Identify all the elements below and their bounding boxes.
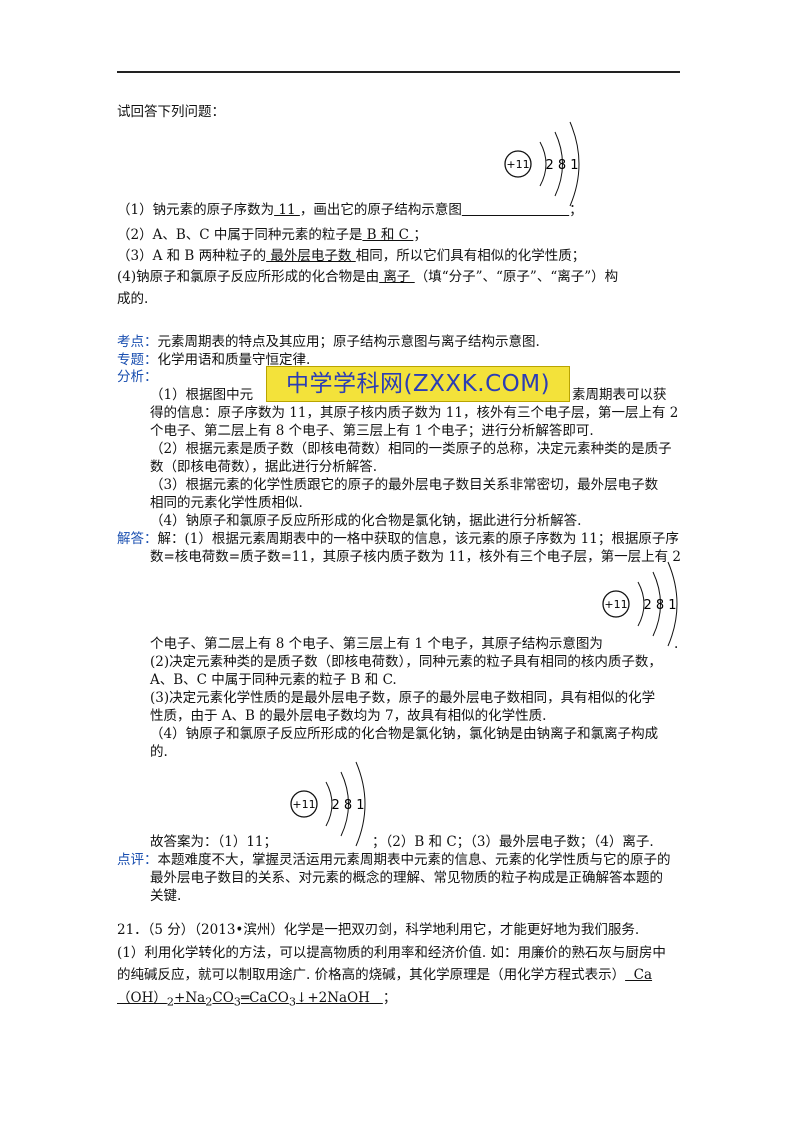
jieda-line: (3)决定元素化学性质的是最外层电子数，原子的最外层电子数相同，具有相似的化学 <box>150 690 656 706</box>
nucleus-label: +11 <box>604 598 627 611</box>
shell-counts: 2 8 1 <box>331 798 364 813</box>
fenxi-line: （4）钠原子和氯原子反应所形成的化合物是氯化钠，据此进行分析解答. <box>150 513 582 529</box>
fenxi-line: （1）根据图中元 <box>150 387 254 403</box>
shell-counts: 2 8 1 <box>643 598 676 613</box>
final-answer-b: ；（2）B 和 C；（3）最外层电子数；（4）离子. <box>372 834 654 850</box>
question-2: （2）A、B、C 中属于同种元素的粒子是 B 和 C ； <box>117 227 427 243</box>
nucleus-label: +11 <box>506 158 529 171</box>
fenxi-line: 得的信息：原子序数为 11，其原子核内质子数为 11，核外有三个电子层，第一层上… <box>150 405 679 421</box>
equation-blank: Ca <box>625 967 653 983</box>
question-4-cont: 成的. <box>117 291 149 307</box>
atom-structure-diagram: +11 2 8 1 <box>286 760 378 850</box>
watermark-banner: 中学学科网(ZXXK.COM) <box>266 366 570 402</box>
atom-structure-diagram: +11 2 8 1 <box>500 120 592 210</box>
question-3: （3）A 和 B 两种粒子的 最外层电子数 相同，所以它们具有相似的化学性质； <box>117 248 586 264</box>
question-21-head: 21．（5 分）（2013•滨州）化学是一把双刃剑，科学地利用它，才能更好地为我… <box>117 922 640 938</box>
header-rule <box>117 71 680 73</box>
jieda-period: . <box>674 636 679 652</box>
fenxi-line: 素周期表可以获 <box>572 387 667 403</box>
intro-text: 试回答下列问题： <box>117 104 225 120</box>
jieda: 解答：解：(1）根据元素周期表中的一格中获取的信息，该元素的原子序数为 11；根… <box>117 531 679 547</box>
shell-counts: 2 8 1 <box>545 158 578 173</box>
jieda-line: 数=核电荷数=质子数=11，其原子核内质子数为 11，核外有三个电子层，第一层上… <box>150 549 681 565</box>
fenxi-line: 相同的元素化学性质相似. <box>150 495 303 511</box>
jieda-line: （4）钠原子和氯原子反应所形成的化合物是氯化钠，氯化钠是由钠离子和氯离子构成 <box>150 726 659 742</box>
fenxi-label: 分析： <box>117 369 158 385</box>
zhuanti-label: 专题： <box>117 352 158 368</box>
kaodian: 考点：元素周期表的特点及其应用；原子结构示意图与离子结构示意图. <box>117 334 540 350</box>
dianping-label: 点评： <box>117 852 158 868</box>
dianping-line: 最外层电子数目的关系、对元素的概念的理解、常见物质的粒子构成是正确解答本题的 <box>150 870 663 886</box>
final-answer-a: 故答案为：（1）11； <box>150 834 278 850</box>
fenxi-line: 数（即核电荷数），据此进行分析解答. <box>150 459 378 475</box>
diagram-blank <box>462 202 569 218</box>
jieda-line: (2)决定元素种类的是质子数（即核电荷数），同种元素的粒子具有相同的核内质子数， <box>150 654 662 670</box>
answer-blank: 离子 <box>379 269 415 285</box>
fenxi-line: 个电子、第二层上有 8 个电子、第三层上有 1 个电子；进行分析解答即可. <box>150 423 594 439</box>
jieda-label: 解答： <box>117 531 158 547</box>
jieda-line: 的. <box>150 744 168 760</box>
dianping: 点评：本题难度不大，掌握灵活运用元素周期表中元素的信息、元素的化学性质与它的原子… <box>117 852 671 868</box>
answer-blank: B 和 C <box>362 227 414 243</box>
question-21-line: (1）利用化学转化的方法，可以提高物质的利用率和经济价值. 如：用廉价的熟石灰与… <box>117 945 666 961</box>
dianping-line: 关键. <box>150 888 182 904</box>
question-21-equation: （OH）2+Na2CO3═CaCO3↓+2NaOH ； <box>117 990 397 1009</box>
answer-blank: 最外层电子数 <box>266 248 356 264</box>
jieda-line: 个电子、第二层上有 8 个电子、第三层上有 1 个电子，其原子结构示意图为 <box>150 636 603 652</box>
question-1: （1）钠元素的原子序数为 11 ，画出它的原子结构示意图 ； <box>117 202 583 218</box>
question-21-line: 的纯碱反应，就可以制取用途广. 价格高的烧碱，其化学原理是（用化学方程式表示） … <box>117 967 653 983</box>
question-4: (4)钠原子和氯原子反应所形成的化合物是由 离子 （填“分子”、“原子”、“离子… <box>117 269 619 285</box>
equation-blank: （OH）2+Na2CO3═CaCO3↓+2NaOH <box>117 990 383 1009</box>
jieda-line: 性质，由于 A、B 的最外层电子数均为 7，故具有相似的化学性质. <box>150 708 547 724</box>
jieda-line: A、B、C 中属于同种元素的粒子 B 和 C. <box>150 672 397 688</box>
fenxi-line: （3）根据元素的化学性质跟它的原子的最外层电子数目关系非常密切，最外层电子数 <box>150 477 659 493</box>
answer-blank: 11 <box>274 202 300 218</box>
atom-structure-diagram: +11 2 8 1 <box>598 560 690 650</box>
fenxi-line: （2）根据元素是质子数（即核电荷数）相同的一类原子的总称，决定元素种类的是质子 <box>150 441 672 457</box>
zhuanti: 专题：化学用语和质量守恒定律. <box>117 352 311 368</box>
nucleus-label: +11 <box>292 798 315 811</box>
kaodian-label: 考点： <box>117 334 158 350</box>
